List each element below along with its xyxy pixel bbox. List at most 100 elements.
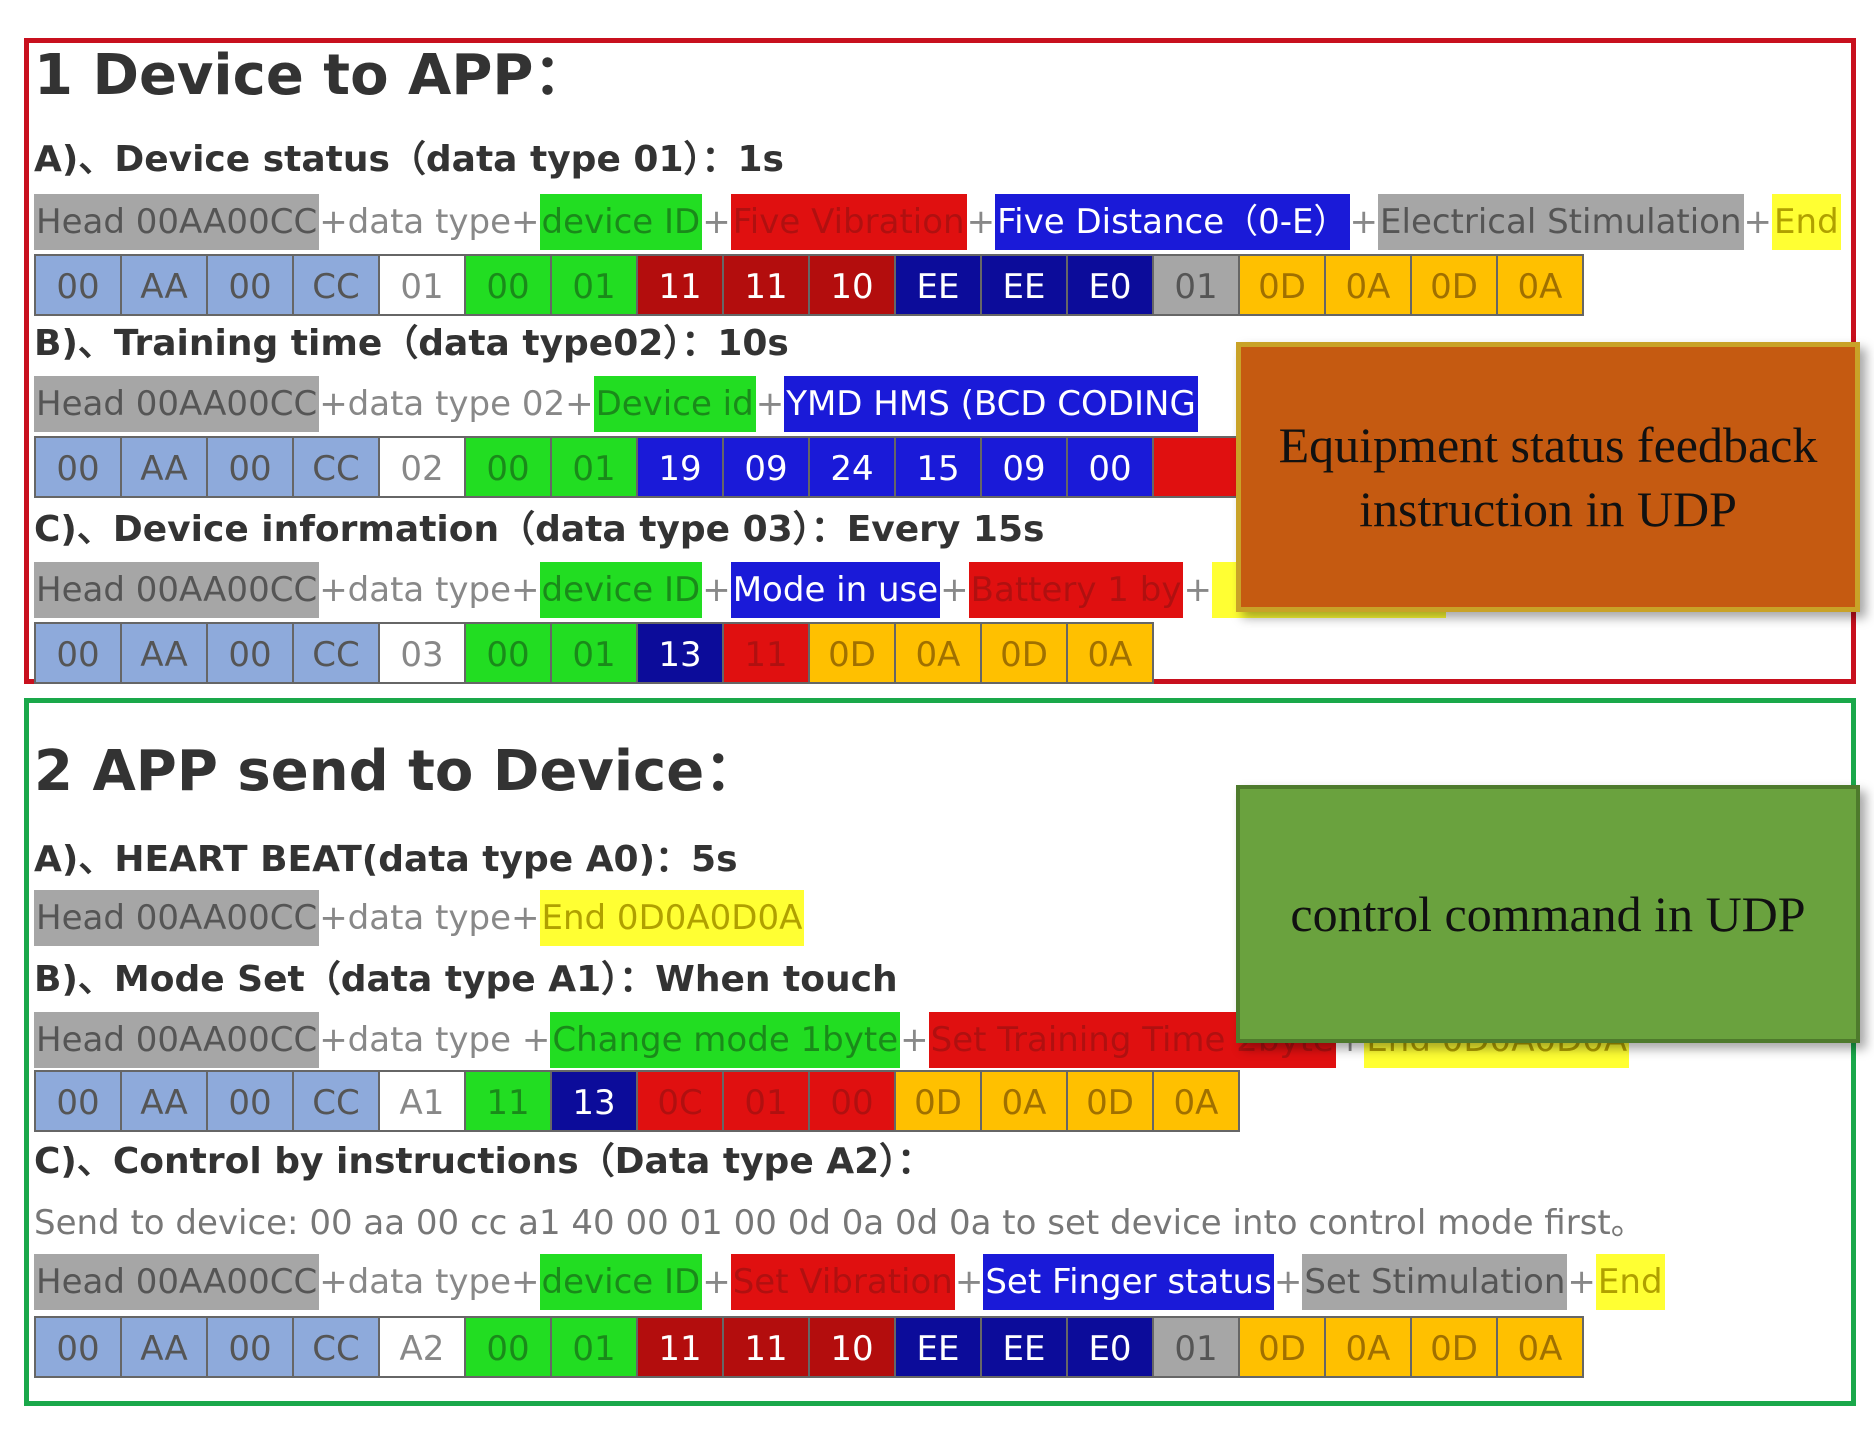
byte-cell: 00 bbox=[464, 436, 552, 498]
legend-field: Five Distance（0-E） bbox=[995, 194, 1350, 250]
legend-separator: + bbox=[755, 376, 785, 432]
callout-line: Equipment status feedback bbox=[1278, 417, 1818, 473]
byte-cell: 01 bbox=[1152, 254, 1240, 316]
byte-cell: 11 bbox=[636, 254, 724, 316]
byte-cell: 0D bbox=[1066, 1070, 1154, 1132]
byte-cell: AA bbox=[120, 622, 208, 684]
callout-line: instruction in UDP bbox=[1359, 481, 1737, 537]
legend-field: YMD HMS (BCD CODING bbox=[784, 376, 1198, 432]
section2-b-heading: B)、Mode Set（data type A1）：When touch bbox=[34, 959, 898, 1000]
byte-cell: AA bbox=[120, 1070, 208, 1132]
section1-c-legend: Head 00AA00CC+data type+ device ID + Mod… bbox=[34, 562, 1446, 618]
legend-separator: +data type+ bbox=[319, 194, 540, 250]
byte-cell: CC bbox=[292, 622, 380, 684]
byte-cell: 0A bbox=[1152, 1070, 1240, 1132]
legend-separator: +data type+ bbox=[319, 890, 540, 946]
byte-cell: 0D bbox=[894, 1070, 982, 1132]
legend-field: Set Finger status bbox=[983, 1254, 1274, 1310]
section1-a-legend: Head 00AA00CC+data type+device ID + Five V… bbox=[34, 194, 1841, 250]
byte-cell: 00 bbox=[34, 254, 122, 316]
legend-field: device ID bbox=[539, 562, 703, 618]
legend-field: End bbox=[1595, 1254, 1665, 1310]
legend-field: Five Vibration bbox=[730, 194, 967, 250]
byte-cell: 10 bbox=[808, 1316, 896, 1378]
legend-field: Electrical Stimulation bbox=[1378, 194, 1744, 250]
byte-cell: 00 bbox=[464, 1316, 552, 1378]
legend-separator: + bbox=[1567, 1254, 1596, 1310]
byte-cell: 00 bbox=[206, 1316, 294, 1378]
legend-separator: + bbox=[1743, 194, 1773, 250]
byte-cell: 24 bbox=[808, 436, 896, 498]
byte-cell: 11 bbox=[464, 1070, 552, 1132]
byte-cell: 0C bbox=[636, 1070, 724, 1132]
legend-field: Battery 1 by bbox=[968, 562, 1184, 618]
byte-cell: CC bbox=[292, 1070, 380, 1132]
byte-cell: 11 bbox=[636, 1316, 724, 1378]
byte-cell: 02 bbox=[378, 436, 466, 498]
byte-cell: 03 bbox=[378, 622, 466, 684]
byte-cell: E0 bbox=[1066, 1316, 1154, 1378]
legend-separator: + bbox=[1349, 194, 1379, 250]
legend-separator: +data type+ bbox=[319, 562, 540, 618]
legend-field: Head 00AA00CC bbox=[34, 194, 320, 250]
legend-separator: +data type 02+ bbox=[319, 376, 594, 432]
byte-cell: 0D bbox=[980, 622, 1068, 684]
legend-separator: + bbox=[940, 562, 969, 618]
byte-cell: EE bbox=[894, 254, 982, 316]
byte-cell: 09 bbox=[980, 436, 1068, 498]
byte-cell: 01 bbox=[550, 1316, 638, 1378]
legend-separator: + bbox=[1273, 1254, 1303, 1310]
byte-cell: 01 bbox=[1152, 1316, 1240, 1378]
byte-cell: 0A bbox=[980, 1070, 1068, 1132]
legend-field: device ID bbox=[539, 194, 703, 250]
byte-cell: EE bbox=[894, 1316, 982, 1378]
byte-cell: A1 bbox=[378, 1070, 466, 1132]
byte-cell: AA bbox=[120, 1316, 208, 1378]
legend-separator: + bbox=[954, 1254, 984, 1310]
legend-field: Head 00AA00CC bbox=[34, 376, 320, 432]
byte-cell: 0D bbox=[1410, 254, 1498, 316]
byte-cell: AA bbox=[120, 436, 208, 498]
byte-cell: 0D bbox=[1238, 1316, 1326, 1378]
byte-cell: EE bbox=[980, 1316, 1068, 1378]
section2-c-heading: C)、Control by instructions（Data type A2）… bbox=[34, 1141, 934, 1182]
section2-frame bbox=[24, 698, 1856, 1406]
byte-cell: 19 bbox=[636, 436, 724, 498]
byte-cell: 00 bbox=[206, 254, 294, 316]
byte-cell: 00 bbox=[34, 436, 122, 498]
legend-separator: +data type + bbox=[319, 1012, 551, 1068]
legend-separator: + bbox=[702, 1254, 731, 1310]
byte-cell: 00 bbox=[206, 622, 294, 684]
section2-a-heading: A)、HEART BEAT(data type A0)：5s bbox=[34, 839, 738, 880]
byte-cell: 10 bbox=[808, 254, 896, 316]
byte-cell: 01 bbox=[550, 622, 638, 684]
byte-cell: 0A bbox=[1496, 1316, 1584, 1378]
byte-cell: 09 bbox=[722, 436, 810, 498]
legend-separator: + bbox=[900, 1012, 929, 1068]
section1-b-legend: Head 00AA00CC+data type 02+Device id + Y… bbox=[34, 376, 1198, 432]
byte-cell: CC bbox=[292, 1316, 380, 1378]
legend-field: device ID bbox=[539, 1254, 703, 1310]
callout-control-command: control command in UDP bbox=[1236, 785, 1860, 1043]
legend-field: Set Stimulation bbox=[1302, 1254, 1568, 1310]
callout-line: control command in UDP bbox=[1290, 886, 1806, 942]
byte-cell: 00 bbox=[34, 1070, 122, 1132]
byte-cell: E0 bbox=[1066, 254, 1154, 316]
byte-cell: 00 bbox=[464, 622, 552, 684]
legend-separator: + bbox=[702, 562, 731, 618]
byte-cell: 11 bbox=[722, 1316, 810, 1378]
legend-separator: + bbox=[1183, 562, 1212, 618]
byte-cell: 01 bbox=[550, 254, 638, 316]
byte-cell: 11 bbox=[722, 254, 810, 316]
byte-cell: CC bbox=[292, 254, 380, 316]
byte-cell: 13 bbox=[636, 622, 724, 684]
legend-field: Set Vibration bbox=[730, 1254, 955, 1310]
legend-field: End 0D0A0D0A bbox=[539, 890, 805, 946]
byte-cell: 0A bbox=[894, 622, 982, 684]
byte-cell: EE bbox=[980, 254, 1068, 316]
section1-c-heading: C)、Device information（data type 03）：Ever… bbox=[34, 509, 1045, 550]
